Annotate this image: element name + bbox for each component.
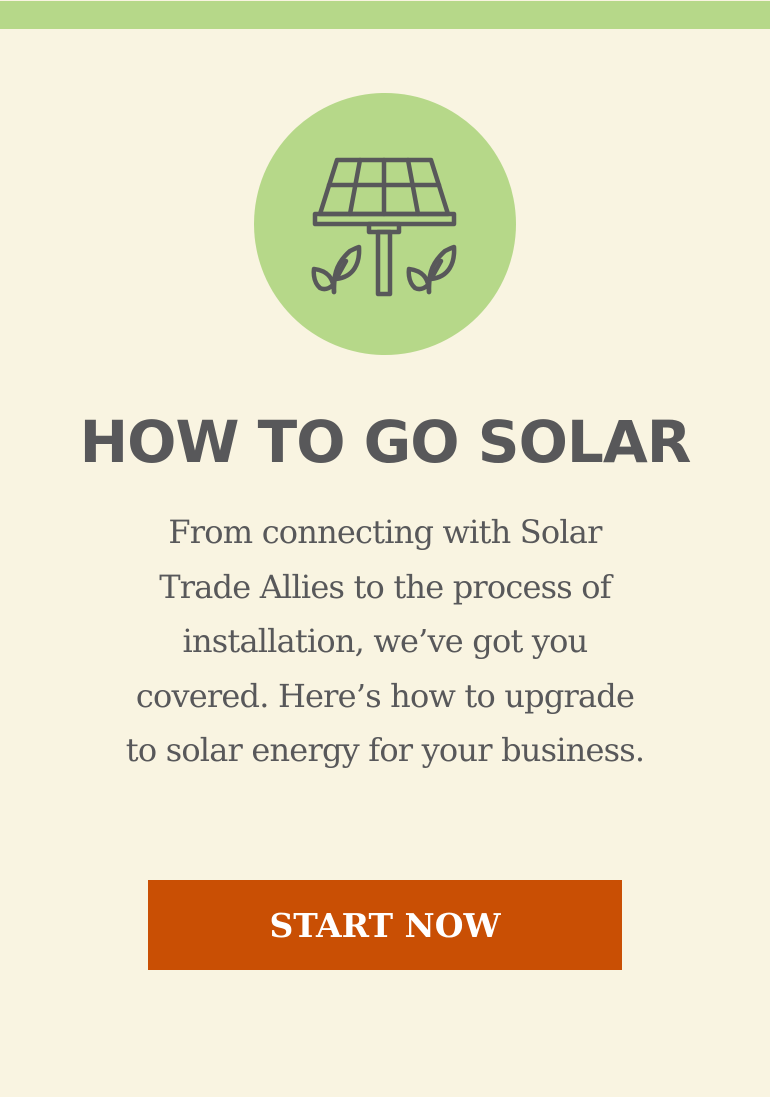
description-line: installation, we’ve got you (182, 622, 589, 660)
start-now-button[interactable]: START NOW (148, 880, 622, 970)
solar-icon-badge (254, 93, 516, 355)
solar-panel-icon (311, 157, 457, 297)
description-line: Trade Allies to the process of (159, 567, 611, 606)
top-accent-bar (0, 1, 770, 29)
right-leaf-icon (406, 244, 457, 295)
description-line: covered. Here’s how to upgrade (135, 676, 635, 715)
page-title: HOW TO GO SOLAR (79, 408, 692, 476)
left-leaf-icon (311, 244, 362, 295)
description-line: From connecting with Solar (168, 513, 602, 551)
description: From connecting with Solar Trade Allies … (60, 505, 710, 778)
description-line: to solar energy for your business. (125, 731, 645, 769)
